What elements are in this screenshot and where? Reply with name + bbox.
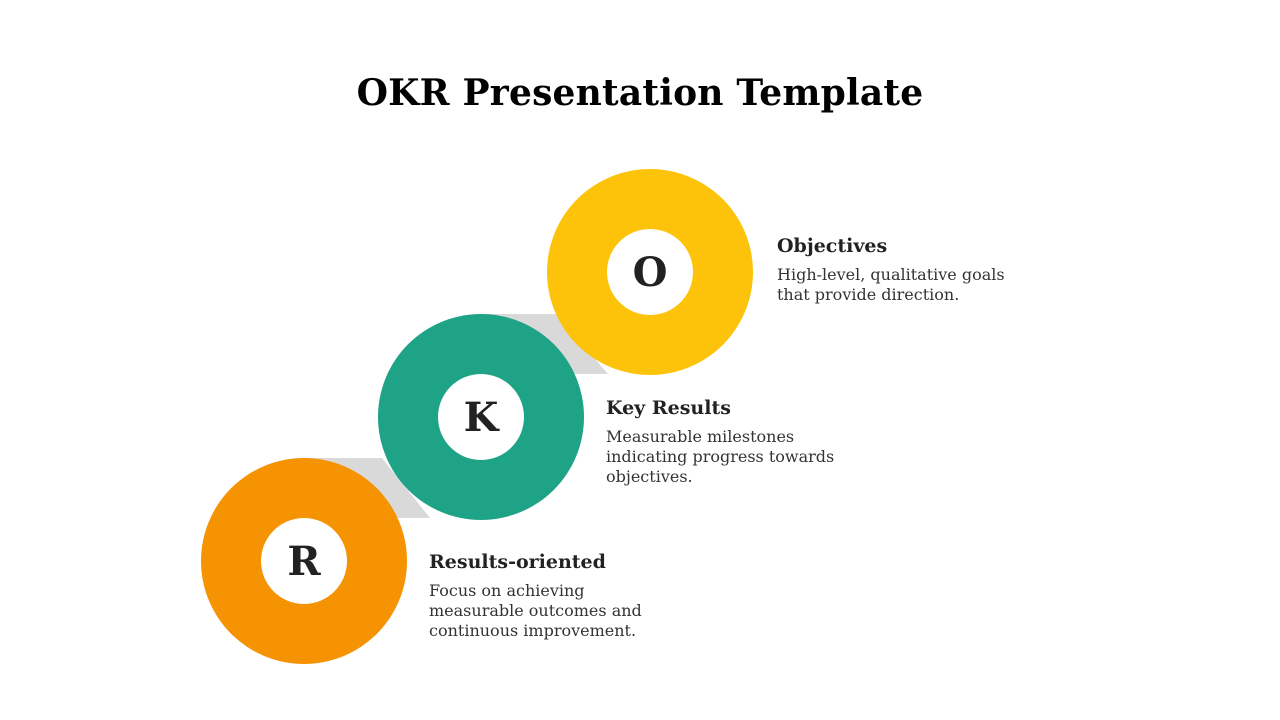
results-oriented-description: Focus on achieving measurable outcomes a… [429,581,642,640]
objectives-ring: O [547,169,753,375]
key-results-text: Key Results Measurable milestones indica… [606,397,866,487]
objectives-heading: Objectives [777,235,888,257]
results-oriented-heading: Results-oriented [429,551,606,573]
results-oriented-letter: R [261,518,347,604]
objectives-letter: O [607,229,693,315]
objectives-text: Objectives High-level, qualitative goals… [777,235,1027,305]
key-results-ring: K [378,314,584,520]
objectives-description: High-level, qualitative goals that provi… [777,265,1005,304]
key-results-letter: K [438,374,524,460]
key-results-description: Measurable milestones indicating progres… [606,427,835,486]
results-oriented-ring: R [201,458,407,664]
key-results-heading: Key Results [606,397,731,419]
slide-title: OKR Presentation Template [356,72,924,114]
results-oriented-text: Results-oriented Focus on achieving meas… [429,551,679,641]
